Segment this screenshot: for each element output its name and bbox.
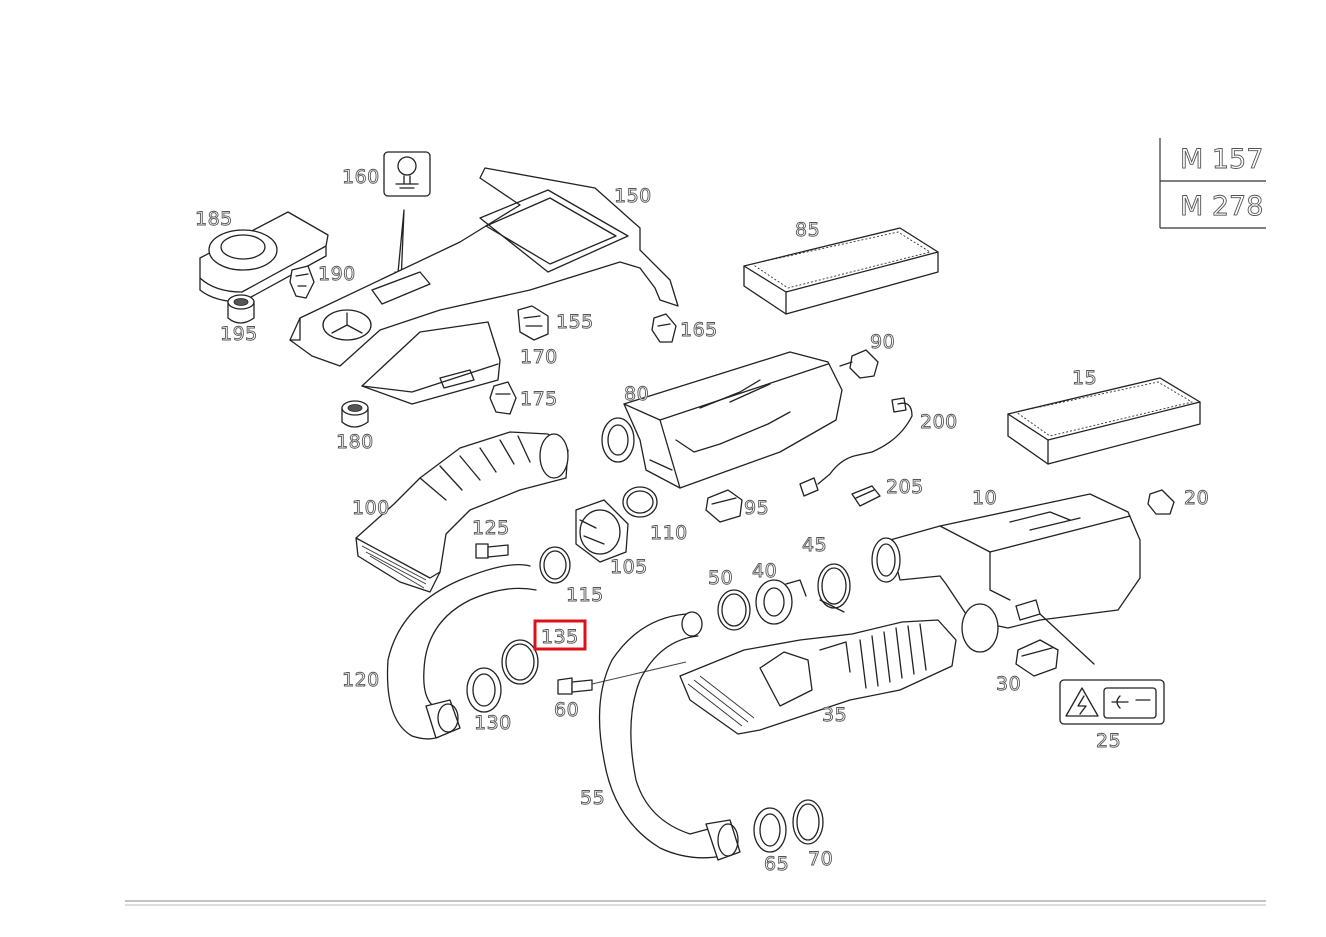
part-200-cable — [799, 397, 913, 497]
callout-65[interactable]: 65 — [764, 853, 790, 876]
callout-25[interactable]: 25 — [1096, 730, 1122, 753]
callout-105[interactable]: 105 — [610, 556, 648, 579]
part-105-mass-air-sensor — [575, 499, 629, 563]
callout-190[interactable]: 190 — [318, 263, 356, 286]
part-150-engine-cover — [289, 167, 679, 367]
callout-40[interactable]: 40 — [752, 560, 778, 583]
part-90-sensor — [839, 349, 879, 379]
callout-115[interactable]: 115 — [566, 584, 604, 607]
engine-code-m278: M 278 — [1180, 191, 1263, 222]
part-30-bracket — [1015, 639, 1059, 677]
part-85-air-filter — [743, 227, 939, 315]
part-180-grommet — [341, 400, 369, 428]
part-170-cover — [361, 321, 501, 405]
part-165-clip — [651, 313, 677, 343]
bottom-rule — [125, 900, 1266, 906]
part-115-ring — [539, 546, 571, 584]
part-120-hose — [386, 563, 537, 740]
callout-175[interactable]: 175 — [520, 388, 558, 411]
callout-labels: 160 150 185 190 195 155 165 170 175 180 … — [195, 166, 1210, 876]
part-110-ring — [622, 486, 658, 518]
part-70-clamp — [792, 799, 824, 845]
part-80-housing — [601, 351, 843, 489]
callout-35[interactable]: 35 — [822, 704, 848, 727]
part-205-bracket — [851, 485, 881, 507]
part-15-air-filter — [1007, 377, 1201, 465]
part-130-ring — [466, 667, 502, 713]
callout-85[interactable]: 85 — [795, 219, 821, 242]
callout-165[interactable]: 165 — [680, 319, 718, 342]
callout-20[interactable]: 20 — [1184, 487, 1210, 510]
callout-30[interactable]: 30 — [996, 673, 1022, 696]
callout-200[interactable]: 200 — [920, 411, 958, 434]
callout-150[interactable]: 150 — [614, 185, 652, 208]
callout-95[interactable]: 95 — [744, 497, 770, 520]
part-45-clamp — [817, 563, 851, 613]
part-125-bolt — [475, 543, 509, 559]
callout-155[interactable]: 155 — [556, 311, 594, 334]
part-195-grommet — [227, 294, 255, 324]
part-95-bracket — [705, 489, 743, 523]
part-175-clip — [489, 381, 517, 415]
part-25-label — [1059, 679, 1165, 725]
callout-110[interactable]: 110 — [650, 522, 688, 545]
part-190-clip — [289, 265, 315, 299]
engine-code-box: M 157 M 278 — [1159, 138, 1266, 229]
callout-125[interactable]: 125 — [472, 517, 510, 540]
callout-135-highlight — [533, 619, 587, 651]
part-100-intake-duct — [355, 431, 569, 593]
callout-160[interactable]: 160 — [342, 166, 380, 189]
callout-130[interactable]: 130 — [474, 712, 512, 735]
callout-180[interactable]: 180 — [336, 431, 374, 454]
callout-90[interactable]: 90 — [870, 331, 896, 354]
callout-10[interactable]: 10 — [972, 487, 998, 510]
callout-135[interactable]: 135 — [541, 626, 579, 649]
part-50-ring — [717, 589, 751, 631]
part-35-intake-duct — [679, 619, 957, 735]
callout-80[interactable]: 80 — [624, 383, 650, 406]
part-20-sensor — [1147, 489, 1175, 515]
part-185-cover — [199, 211, 329, 303]
callout-50[interactable]: 50 — [708, 567, 734, 590]
callout-70[interactable]: 70 — [808, 848, 834, 871]
part-155-clip — [517, 305, 549, 341]
part-135-clamp — [501, 639, 539, 685]
callout-195[interactable]: 195 — [220, 323, 258, 346]
callout-60[interactable]: 60 — [554, 699, 580, 722]
part-55-hose — [598, 611, 741, 861]
callout-120[interactable]: 120 — [342, 669, 380, 692]
callout-170[interactable]: 170 — [520, 346, 558, 369]
callout-205[interactable]: 205 — [886, 476, 924, 499]
part-65-ring — [753, 807, 787, 853]
callout-45[interactable]: 45 — [802, 534, 828, 557]
part-10-housing — [871, 493, 1141, 665]
callout-55[interactable]: 55 — [580, 787, 606, 810]
engine-code-m157: M 157 — [1180, 144, 1263, 175]
callout-185[interactable]: 185 — [195, 208, 233, 231]
part-60-bolt — [557, 661, 687, 695]
part-40-sensor — [755, 579, 807, 625]
callout-15[interactable]: 15 — [1072, 367, 1098, 390]
callout-100[interactable]: 100 — [352, 497, 390, 520]
